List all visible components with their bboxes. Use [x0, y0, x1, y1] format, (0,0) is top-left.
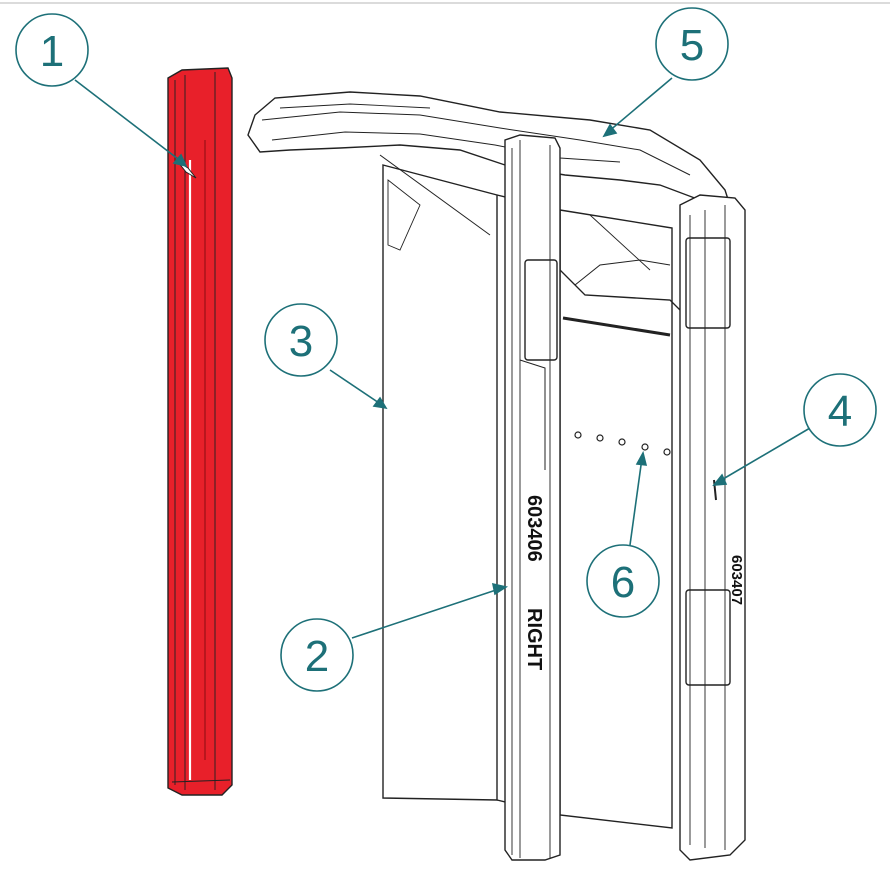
callout-6-label: 6	[611, 558, 635, 607]
part-6-holes	[574, 431, 671, 456]
stamp-front-post: 603406 RIGHT	[523, 495, 545, 670]
callout-2: 2	[280, 618, 354, 692]
callout-6: 6	[586, 544, 660, 618]
callout-5: 5	[655, 7, 729, 81]
callout-leaders	[74, 77, 811, 639]
stamp-rear-post: 603407	[728, 555, 745, 605]
callout-3: 3	[264, 303, 338, 377]
stamp-front-post-side: RIGHT	[523, 608, 545, 670]
part-1-red-post	[167, 67, 233, 796]
part-2-front-post	[504, 134, 561, 861]
stamp-rear-post-number: 603407	[728, 555, 745, 605]
callout-4-label: 4	[828, 387, 852, 436]
callout-2-label: 2	[305, 632, 329, 681]
callout-3-label: 3	[289, 317, 313, 366]
stamp-front-post-number: 603406	[523, 495, 545, 562]
callout-5-label: 5	[680, 21, 704, 70]
callout-4: 4	[803, 373, 877, 447]
part-3-back-panel	[382, 164, 673, 829]
part-4-rear-post	[679, 194, 746, 861]
callout-1-label: 1	[40, 27, 64, 76]
callout-1: 1	[15, 13, 89, 87]
